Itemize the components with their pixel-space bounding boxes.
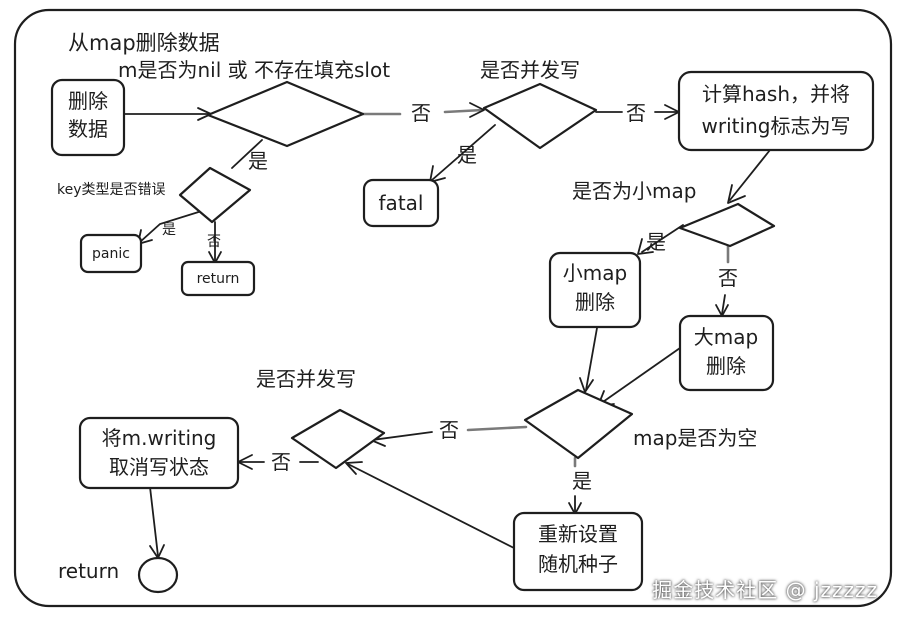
edge-label-e1: 否	[411, 101, 431, 125]
edge-hash-to-d4	[729, 149, 771, 201]
edge-label-e3: 是	[457, 143, 477, 167]
edge-label-e5: 是	[162, 222, 176, 238]
decision-key-type-error-label: key类型是否错误	[57, 182, 166, 198]
arrowhead	[469, 102, 485, 118]
arrowhead	[727, 184, 746, 204]
large-map-delete-box	[678, 314, 775, 392]
clear-writing-box	[78, 416, 240, 490]
decision-nil-or-no-slot	[206, 80, 365, 148]
fatal-label: fatal	[379, 191, 424, 215]
edge-d1-to-d3	[231, 139, 263, 169]
decision-concurrent-write-1-label: 是否并发写	[480, 58, 580, 82]
edge-d3-to-panic	[139, 209, 206, 243]
edge-label-e9: 否	[439, 418, 459, 442]
edge-label-e10: 是	[572, 469, 592, 493]
clear-writing-line1: 将m.writing	[102, 426, 217, 450]
reset-seed-line1: 重新设置	[538, 522, 618, 546]
start-delete-data-line2: 数据	[68, 117, 108, 141]
edge-label-e8: 否	[718, 266, 738, 290]
reset-seed-line2: 随机种子	[538, 552, 618, 576]
edge-large-to-d5	[599, 347, 681, 405]
edge-d2-to-fatal	[431, 124, 496, 181]
edge-clear-to-end	[149, 486, 159, 557]
large-map-delete-line1: 大map	[694, 325, 758, 349]
edge-d5-to-d6	[466, 425, 528, 432]
edge-d4-to-large-b	[721, 294, 726, 315]
small-map-delete-line2: 删除	[575, 290, 615, 314]
compute-hash-line2: writing标志为写	[702, 114, 851, 138]
arrowhead	[345, 461, 363, 475]
edge-d1-to-d2-b	[443, 108, 485, 114]
edge-label-e11: 否	[271, 450, 291, 474]
large-map-delete-line2: 删除	[706, 354, 746, 378]
decision-concurrent-write-2	[290, 408, 386, 470]
end-return-label: return	[58, 559, 119, 583]
return-box-small	[180, 260, 256, 297]
arrowhead	[637, 238, 654, 255]
watermark: 掘金技术社区 @ jzzzzz	[652, 578, 878, 602]
end-circle	[137, 556, 179, 594]
decision-map-empty	[523, 388, 634, 460]
edge-label-e6: 否	[207, 234, 221, 250]
reset-seed-box	[512, 511, 644, 592]
small-map-delete-box	[548, 251, 642, 329]
edge-d5-to-d6-b	[371, 431, 433, 441]
edge-seed-to-d6	[347, 463, 515, 549]
start-delete-data-box	[50, 78, 126, 157]
start-delete-data-line1: 删除	[68, 89, 108, 113]
decision-concurrent-write-1	[482, 82, 598, 150]
compute-hash-line1: 计算hash，并将	[702, 82, 850, 106]
return-small-label: return	[197, 271, 240, 287]
edge-label-e2: 否	[626, 101, 646, 125]
small-map-delete-line1: 小map	[563, 261, 627, 285]
edge-label-e4: 是	[248, 149, 268, 173]
compute-hash-box	[677, 70, 875, 152]
decision-is-small-map	[678, 202, 776, 248]
edge-d4-to-small	[641, 224, 684, 253]
decision-key-type-error	[178, 166, 252, 224]
decision-concurrent-write-2-label: 是否并发写	[256, 367, 356, 391]
edge-label-e7: 是	[646, 230, 666, 254]
fatal-box	[362, 178, 440, 228]
decision-nil-or-no-slot-label: m是否为nil 或 不存在填充slot	[118, 58, 390, 82]
outer-frame	[13, 8, 893, 608]
decision-map-empty-label: map是否为空	[633, 426, 757, 450]
panic-label: panic	[92, 246, 130, 262]
edge-small-to-d5	[585, 327, 598, 391]
decision-is-small-map-label: 是否为小map	[572, 179, 696, 203]
clear-writing-line2: 取消写状态	[109, 455, 209, 479]
diagram-title: 从map删除数据	[68, 31, 220, 55]
panic-box	[79, 233, 143, 274]
